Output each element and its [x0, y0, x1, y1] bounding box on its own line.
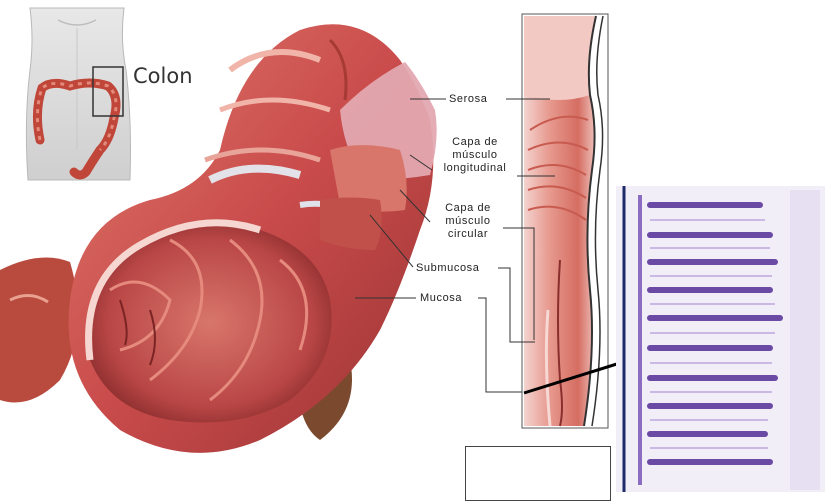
label-mucosa: Mucosa: [420, 292, 462, 305]
label-serosa: Serosa: [449, 93, 487, 106]
label-circular-muscle-line1: Capa de: [430, 202, 506, 215]
label-longitudinal-muscle-line3: longitudinal: [433, 162, 517, 175]
label-longitudinal-muscle: Capa de músculo longitudinal: [433, 136, 517, 175]
histology-micrograph: [616, 186, 825, 492]
label-longitudinal-muscle-line1: Capa de: [433, 136, 517, 149]
label-circular-muscle-line3: circular: [430, 228, 506, 241]
blank-answer-box[interactable]: [465, 446, 611, 501]
body-inset: [14, 4, 138, 184]
inset-colon-label: Colon: [133, 64, 193, 88]
label-submucosa: Submucosa: [416, 262, 480, 275]
label-circular-muscle-line2: músculo: [430, 215, 506, 228]
label-longitudinal-muscle-line2: músculo: [433, 149, 517, 162]
wall-cross-section: [522, 14, 608, 428]
label-circular-muscle: Capa de músculo circular: [430, 202, 506, 241]
